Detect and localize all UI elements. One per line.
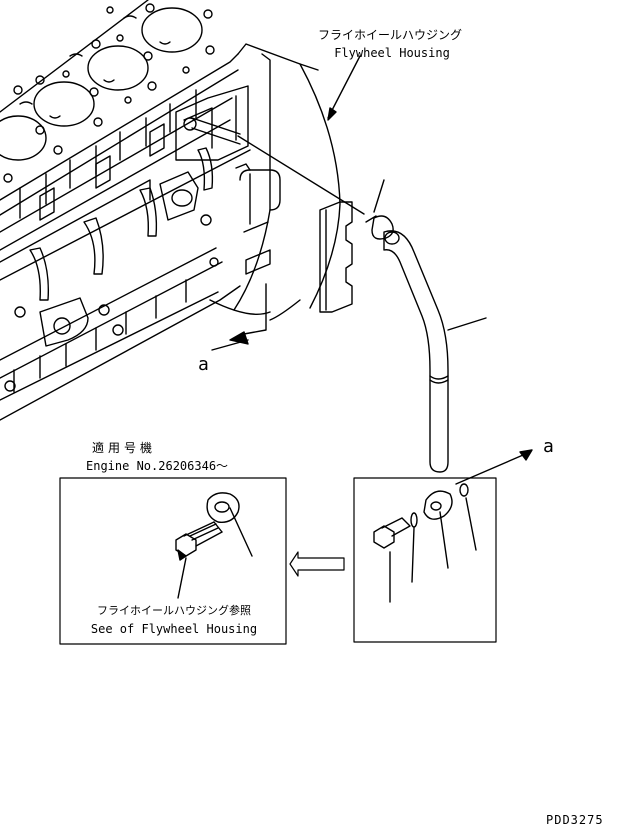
- flywheel-housing: [175, 43, 353, 321]
- applicability-heading: 適用号機: [92, 440, 156, 455]
- applicability-detail: [59, 477, 287, 645]
- parts-detail: [353, 477, 497, 643]
- flywheel-housing-label-jp: フライホイールハウジング: [318, 28, 462, 42]
- see-reference-en: See of Flywheel Housing: [91, 622, 257, 636]
- drawing-code: PDD3275: [546, 813, 604, 827]
- see-reference-jp: フライホイールハウジング参照: [97, 603, 251, 617]
- leader-lines: [211, 55, 533, 577]
- view-label-detail: a: [543, 436, 554, 457]
- breather-hose: [237, 135, 449, 473]
- view-label-main: a: [198, 354, 209, 375]
- cylinder-block: [0, 0, 281, 421]
- flywheel-housing-label-en: Flywheel Housing: [334, 46, 450, 60]
- engine-number: Engine No.26206346～: [86, 459, 228, 473]
